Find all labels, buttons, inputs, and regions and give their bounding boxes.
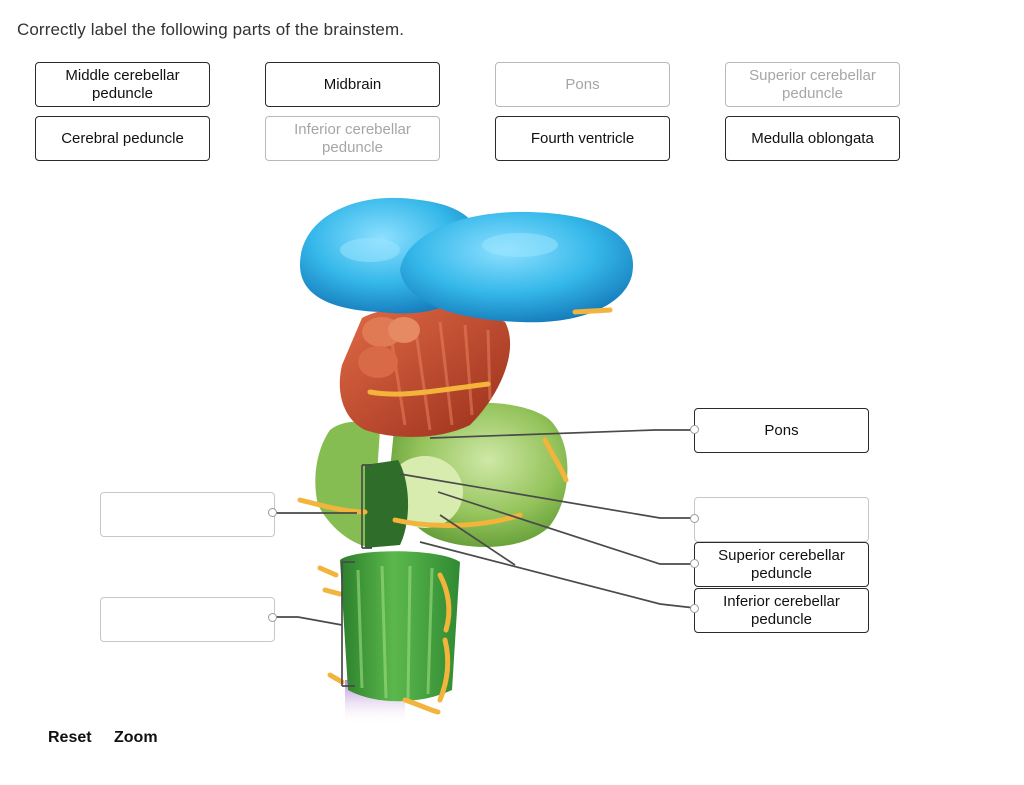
label-chip-pons: Pons	[495, 62, 670, 107]
cranial-nerves	[297, 307, 613, 715]
connector-handle-icon	[690, 604, 699, 613]
connector-handle-icon	[690, 514, 699, 523]
reset-button[interactable]: Reset	[48, 729, 92, 746]
label-chip-midbrain[interactable]: Midbrain	[265, 62, 440, 107]
left-peduncle-shape	[315, 421, 380, 548]
leader-lines	[272, 429, 696, 687]
label-chip-medulla-oblongata[interactable]: Medulla oblongata	[725, 116, 900, 161]
drop-zone-right-3[interactable]: Superior cerebellar peduncle	[694, 542, 869, 587]
drop-zone-right-4[interactable]: Inferior cerebellar peduncle	[694, 588, 869, 633]
label-chip-inferior-cerebellar-peduncle: Inferior cerebellar peduncle	[265, 116, 440, 161]
label-chip-middle-cerebellar-peduncle[interactable]: Middle cerebellar peduncle	[35, 62, 210, 107]
instruction-text: Correctly label the following parts of t…	[17, 20, 405, 39]
connector-handle-icon	[268, 508, 277, 517]
connector-handle-icon	[268, 613, 277, 622]
fourth-ventricle-floor	[365, 460, 409, 548]
label-chip-fourth-ventricle[interactable]: Fourth ventricle	[495, 116, 670, 161]
drop-zone-right-2[interactable]	[694, 497, 869, 542]
drop-zone-left-upper[interactable]	[100, 492, 275, 537]
drop-zone-right-1[interactable]: Pons	[694, 408, 869, 453]
connector-handle-icon	[690, 425, 699, 434]
drop-zone-left-lower[interactable]	[100, 597, 275, 642]
label-chip-superior-cerebellar-peduncle: Superior cerebellar peduncle	[725, 62, 900, 107]
thalamus-right-shape	[400, 211, 634, 323]
zoom-button[interactable]: Zoom	[114, 729, 158, 746]
label-chip-cerebral-peduncle[interactable]: Cerebral peduncle	[35, 116, 210, 161]
connector-handle-icon	[690, 559, 699, 568]
